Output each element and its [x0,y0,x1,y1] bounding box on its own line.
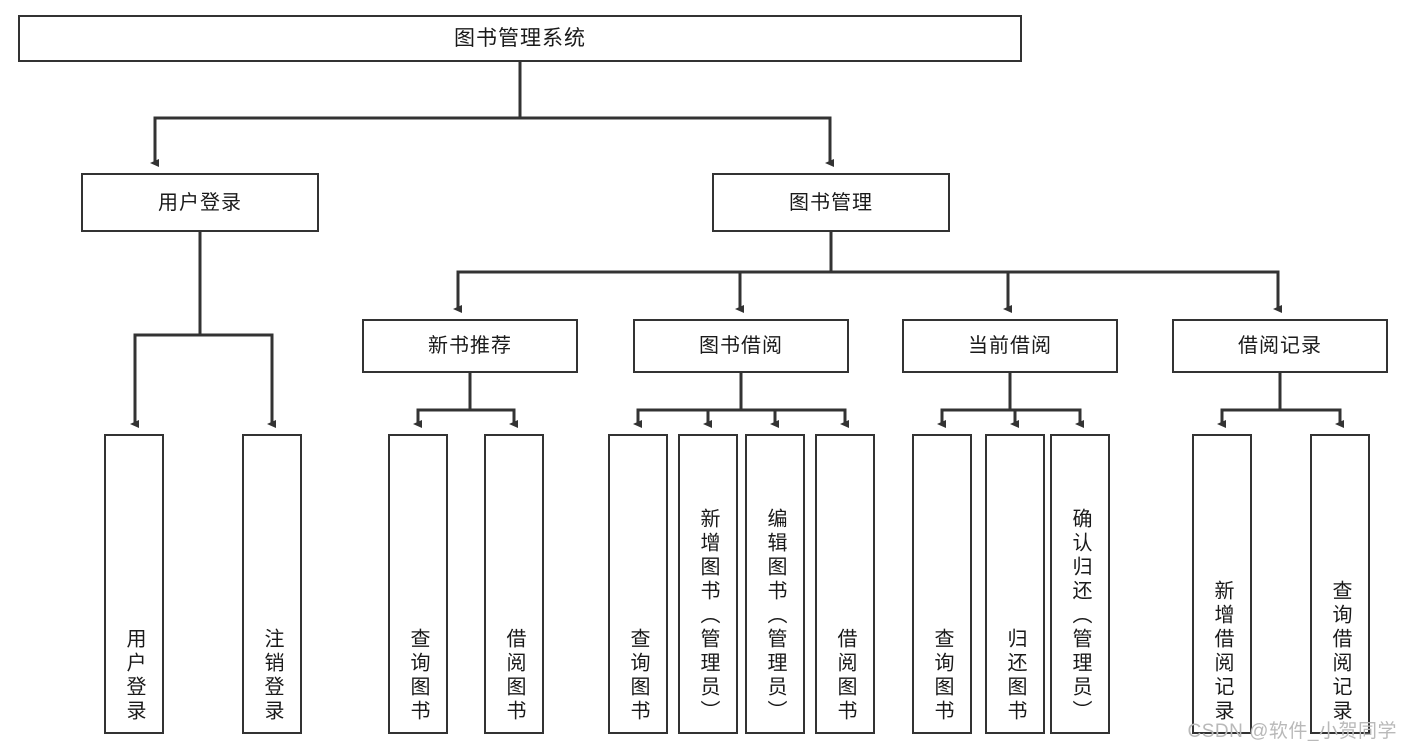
node-leaf-confirm-return[interactable]: 确认归还（管理员） [1050,434,1110,734]
node-borrow-record-label: 借阅记录 [1238,335,1322,357]
node-new-book-rec[interactable]: 新书推荐 [362,319,578,373]
node-leaf-add-record[interactable]: 新增借阅记录 [1192,434,1252,734]
watermark: CSDN @软件_小贺同学 [1187,721,1397,742]
node-user-login[interactable]: 用户登录 [81,173,319,232]
node-leaf-add-book[interactable]: 新增图书（管理员） [678,434,738,734]
node-leaf-query-book-2-label: 查询图书 [627,628,649,724]
node-leaf-borrow-book-1[interactable]: 借阅图书 [484,434,544,734]
node-leaf-confirm-return-label: 确认归还（管理员） [1069,508,1091,724]
node-leaf-return-book-label: 归还图书 [1004,628,1026,724]
node-leaf-query-record[interactable]: 查询借阅记录 [1310,434,1370,734]
node-book-borrow-label: 图书借阅 [699,335,783,357]
node-root-label: 图书管理系统 [454,26,586,50]
node-leaf-user-logout[interactable]: 注销登录 [242,434,302,734]
node-root[interactable]: 图书管理系统 [18,15,1022,62]
node-leaf-query-book-1[interactable]: 查询图书 [388,434,448,734]
node-leaf-query-book-1-label: 查询图书 [407,628,429,724]
node-leaf-user-logout-label: 注销登录 [261,628,283,724]
node-book-borrow[interactable]: 图书借阅 [633,319,849,373]
node-leaf-add-book-label: 新增图书（管理员） [697,508,719,724]
node-borrow-record[interactable]: 借阅记录 [1172,319,1388,373]
node-leaf-edit-book[interactable]: 编辑图书（管理员） [745,434,805,734]
node-leaf-return-book[interactable]: 归还图书 [985,434,1045,734]
node-book-manage-label: 图书管理 [789,191,873,214]
node-leaf-borrow-book-2-label: 借阅图书 [834,628,856,724]
node-leaf-query-book-3-label: 查询图书 [931,628,953,724]
node-new-book-rec-label: 新书推荐 [428,335,512,357]
node-leaf-user-login[interactable]: 用户登录 [104,434,164,734]
node-leaf-edit-book-label: 编辑图书（管理员） [764,508,786,724]
node-leaf-query-record-label: 查询借阅记录 [1329,580,1351,724]
node-leaf-add-record-label: 新增借阅记录 [1211,580,1233,724]
node-user-login-label: 用户登录 [158,191,242,214]
node-book-manage[interactable]: 图书管理 [712,173,950,232]
node-leaf-borrow-book-1-label: 借阅图书 [503,628,525,724]
node-current-borrow[interactable]: 当前借阅 [902,319,1118,373]
node-leaf-borrow-book-2[interactable]: 借阅图书 [815,434,875,734]
node-current-borrow-label: 当前借阅 [968,335,1052,357]
node-leaf-query-book-3[interactable]: 查询图书 [912,434,972,734]
node-leaf-user-login-label: 用户登录 [123,628,145,724]
node-leaf-query-book-2[interactable]: 查询图书 [608,434,668,734]
